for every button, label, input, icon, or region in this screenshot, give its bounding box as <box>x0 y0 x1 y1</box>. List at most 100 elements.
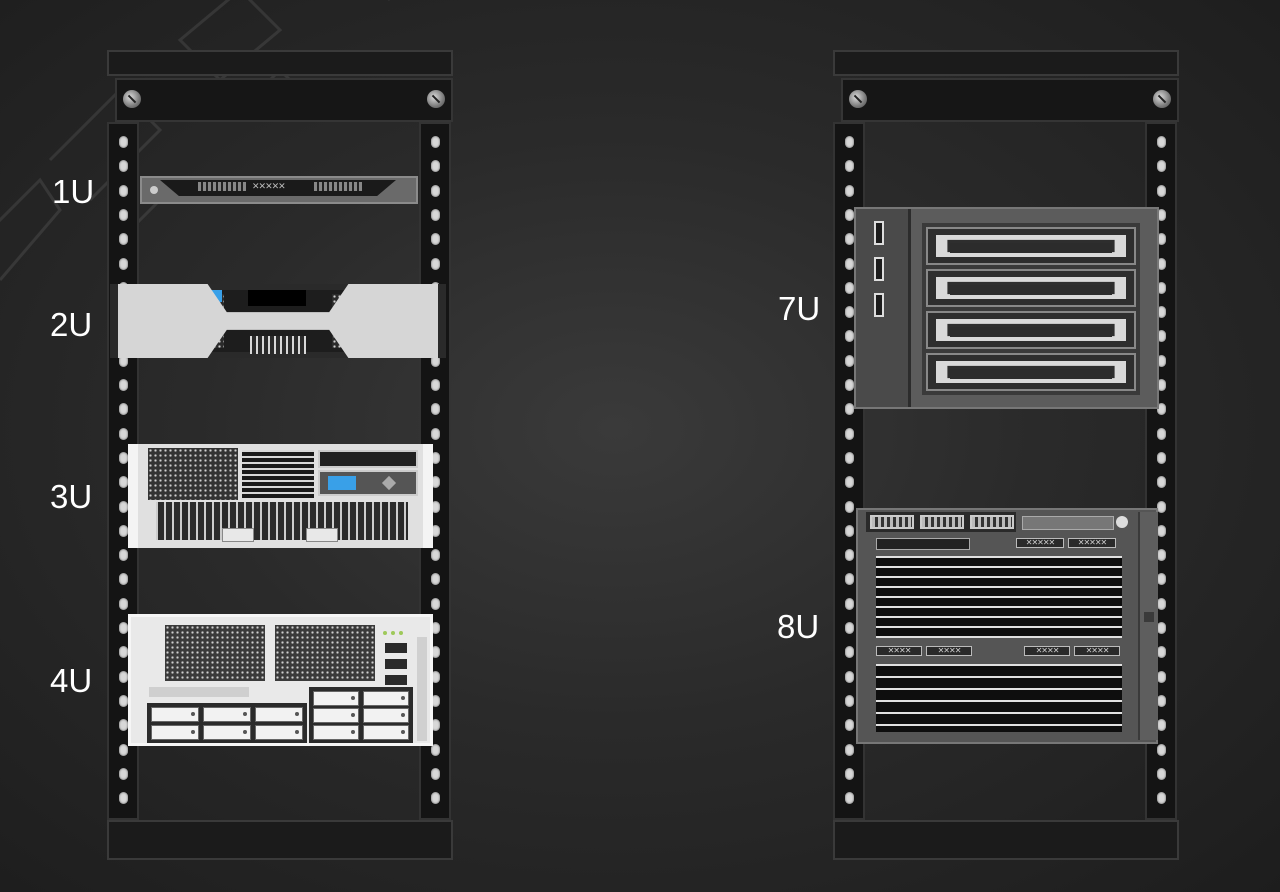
mounting-hole-icon <box>845 622 854 634</box>
drive-handle <box>222 528 254 542</box>
mounting-hole-icon <box>431 476 440 489</box>
rack-top-cap <box>833 50 1179 76</box>
mounting-hole-icon <box>119 208 128 221</box>
mounting-hole-icon <box>845 136 854 148</box>
mounting-hole-icon <box>1157 476 1166 489</box>
drive-pattern: ✕✕✕✕ <box>876 646 922 656</box>
mounting-hole-icon <box>119 427 128 440</box>
mounting-hole-icon <box>845 208 854 221</box>
mounting-hole-icon <box>431 622 440 634</box>
mounting-hole-icon <box>1157 451 1166 464</box>
mounting-hole-icon <box>845 573 854 586</box>
mounting-hole-icon <box>1157 500 1166 513</box>
mounting-hole-icon <box>845 306 854 319</box>
drive-bay-icon <box>203 707 251 722</box>
mounting-hole-icon <box>119 646 128 659</box>
vent-slots <box>242 450 314 498</box>
mounting-hole-icon <box>431 379 440 391</box>
left-rack <box>107 50 453 860</box>
control-strip <box>1022 516 1114 530</box>
drive-bay-icon <box>313 708 359 723</box>
mounting-hole-icon <box>1157 379 1166 391</box>
mounting-hole-icon <box>845 427 854 440</box>
label-3u: 3U <box>50 478 93 515</box>
drive-bay-icon <box>926 227 1136 265</box>
label-1u: 1U <box>52 173 95 210</box>
mounting-hole-icon <box>1157 208 1166 221</box>
drive-bay <box>248 290 306 306</box>
mounting-hole-icon <box>431 403 440 416</box>
mounting-hole-icon <box>1157 767 1166 780</box>
mounting-hole-icon <box>845 379 854 391</box>
drive-cage <box>922 223 1140 395</box>
mounting-hole-icon <box>431 597 440 610</box>
mounting-hole-icon <box>1157 549 1166 562</box>
mounting-hole-icon <box>431 573 440 586</box>
mounting-hole-icon <box>845 743 854 756</box>
mounting-hole-icon <box>119 233 128 246</box>
mounting-hole-icon <box>119 719 128 732</box>
port-icon <box>385 675 407 685</box>
mounting-hole-icon <box>845 500 854 513</box>
mounting-hole-icon <box>845 403 854 416</box>
mounting-hole-icon <box>431 160 440 173</box>
drive-bay-icon <box>870 515 914 529</box>
mounting-hole-icon <box>119 622 128 634</box>
vent-grille <box>148 448 238 500</box>
mounting-hole-icon <box>845 476 854 489</box>
port-icon <box>874 221 884 245</box>
drive-cage <box>309 687 413 743</box>
drive-bay-icon <box>255 707 303 722</box>
rack-screw-icon <box>1153 90 1171 108</box>
vent-slots <box>876 556 1122 638</box>
drive-bay-icon <box>926 269 1136 307</box>
drive-bay-icon <box>255 725 303 740</box>
mounting-hole-icon <box>1157 136 1166 148</box>
mounting-hole-icon <box>119 694 128 707</box>
mounting-hole-icon <box>845 451 854 464</box>
lcd-display <box>328 476 356 490</box>
status-led-icon <box>383 631 387 635</box>
mounting-hole-icon <box>1157 281 1166 294</box>
mounting-hole-icon <box>1157 694 1166 707</box>
mounting-hole-icon <box>1157 792 1166 805</box>
mounting-hole-icon <box>431 257 440 270</box>
mounting-hole-icon <box>845 524 854 537</box>
mounting-hole-icon <box>119 573 128 586</box>
label-strip <box>149 687 249 697</box>
drive-bay <box>318 450 418 468</box>
mounting-hole-icon <box>845 184 854 197</box>
drive-bay-icon <box>970 515 1014 529</box>
mounting-hole-icon <box>1157 524 1166 537</box>
mounting-hole-icon <box>431 670 440 683</box>
mounting-hole-icon <box>431 743 440 756</box>
mounting-hole-icon <box>431 767 440 780</box>
drive-bay-icon <box>313 691 359 706</box>
mounting-hole-icon <box>431 208 440 221</box>
mounting-hole-icon <box>119 136 128 148</box>
drive-row <box>866 512 1016 532</box>
server-8u-icon: ✕✕✕✕✕ ✕✕✕✕✕ ✕✕✕✕ ✕✕✕✕ ✕✕✕✕ ✕✕✕✕ <box>856 508 1158 744</box>
mounting-hole-icon <box>431 354 440 367</box>
drive-slots <box>250 336 306 354</box>
mounting-hole-icon <box>119 524 128 537</box>
mounting-hole-icon <box>119 500 128 513</box>
mounting-hole-icon <box>431 719 440 732</box>
mounting-hole-icon <box>845 549 854 562</box>
mounting-hole-icon <box>1157 184 1166 197</box>
drive-cage <box>147 703 307 743</box>
drive-bay-icon <box>313 725 359 740</box>
mounting-hole-icon <box>431 524 440 537</box>
mounting-hole-icon <box>845 597 854 610</box>
mounting-hole-icon <box>119 160 128 173</box>
mounting-hole-icon <box>119 767 128 780</box>
mounting-hole-icon <box>431 233 440 246</box>
status-led-icon <box>391 631 395 635</box>
rack-screw-icon <box>427 90 445 108</box>
rack-screw-icon <box>849 90 867 108</box>
drive-bay-icon <box>926 311 1136 349</box>
power-button-icon <box>150 186 158 194</box>
mounting-hole-icon <box>1157 597 1166 610</box>
drive-bay-icon <box>363 691 409 706</box>
mounting-hole-icon <box>845 646 854 659</box>
